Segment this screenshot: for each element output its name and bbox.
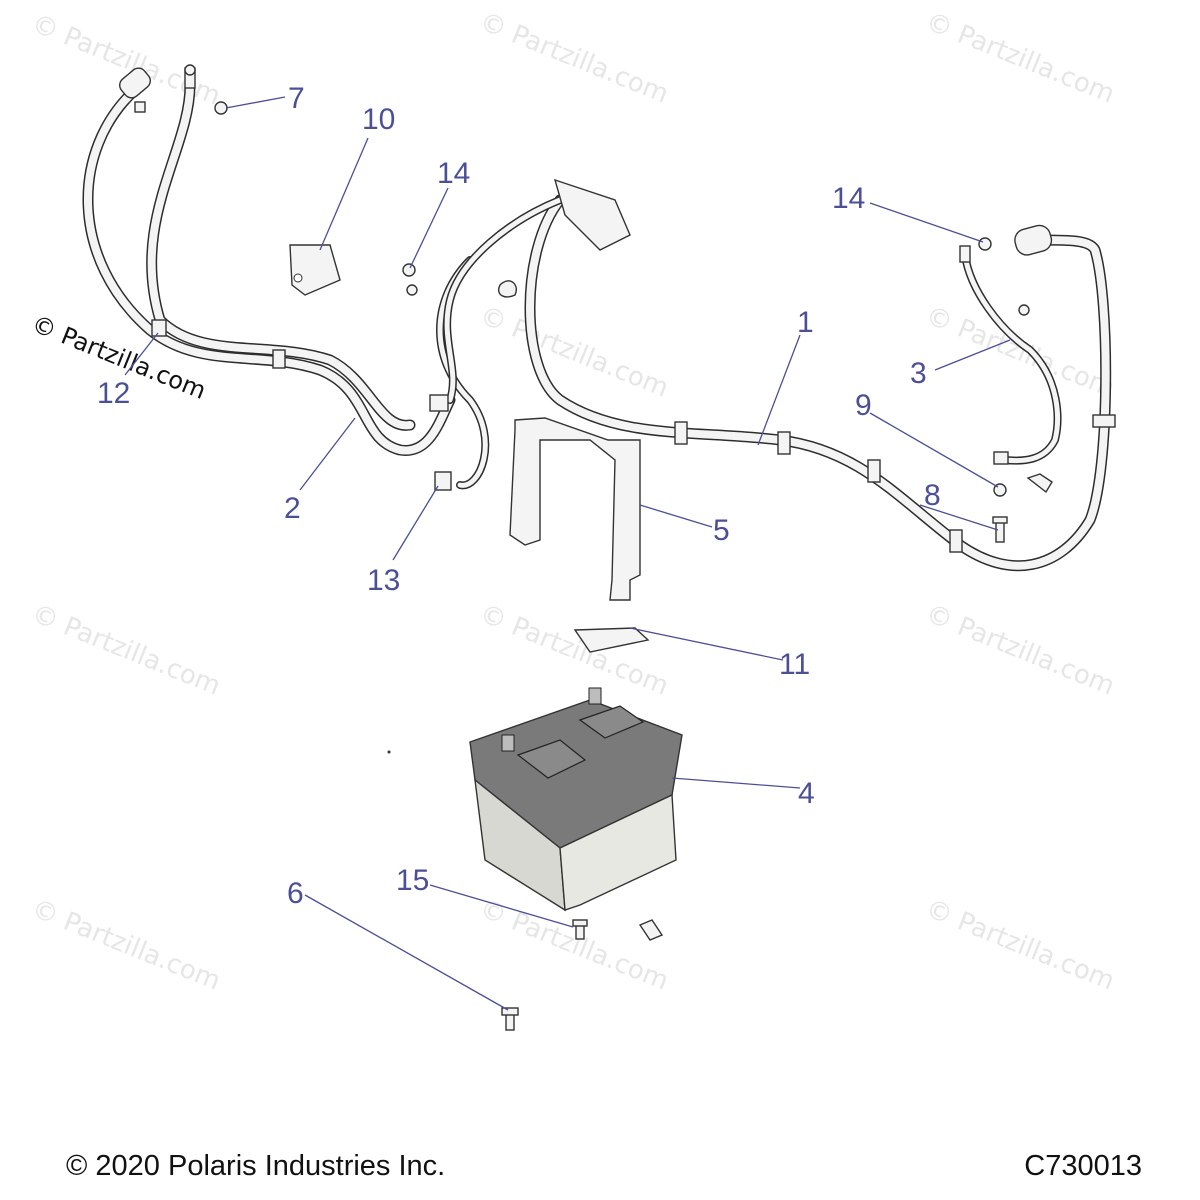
callout-labels: 1 2 3 4 5 6 7 8 9 10 11 12 13 14 14 15 bbox=[97, 82, 941, 910]
callout-15: 15 bbox=[396, 864, 429, 897]
callout-6: 6 bbox=[287, 877, 304, 910]
figure-id: C730013 bbox=[1024, 1150, 1142, 1182]
callout-4: 4 bbox=[798, 777, 815, 810]
watermark: © Partzilla.com bbox=[921, 301, 1118, 404]
cable-harness-2 bbox=[82, 64, 456, 456]
watermark: © Partzilla.com bbox=[921, 894, 1118, 997]
callout-8: 8 bbox=[924, 479, 941, 512]
callout-9: 9 bbox=[855, 389, 872, 422]
callout-14: 14 bbox=[437, 157, 470, 190]
callout-3: 3 bbox=[910, 357, 927, 390]
callout-7: 7 bbox=[288, 82, 305, 115]
callout-10: 10 bbox=[362, 103, 395, 136]
watermark: © Partzilla.com bbox=[27, 894, 224, 997]
callout-13: 13 bbox=[367, 564, 400, 597]
battery-hold-down-5 bbox=[509, 417, 650, 653]
callout-2: 2 bbox=[284, 492, 301, 525]
relay-bracket-10 bbox=[289, 244, 341, 296]
callout-12: 12 bbox=[97, 377, 130, 410]
watermark: © Partzilla.com bbox=[475, 599, 672, 702]
watermark: © Partzilla.com bbox=[27, 599, 224, 702]
callout-11: 11 bbox=[779, 648, 810, 681]
fasteners bbox=[214, 101, 1053, 1031]
watermark: © Partzilla.com bbox=[475, 7, 672, 110]
callout-14: 14 bbox=[832, 182, 865, 215]
stray-dot bbox=[387, 750, 391, 754]
callout-1: 1 bbox=[797, 306, 814, 339]
cable-3 bbox=[959, 245, 1062, 465]
cable-harness-1 bbox=[429, 178, 1116, 572]
watermark: © Partzilla.com bbox=[921, 7, 1118, 110]
battery-4 bbox=[469, 687, 683, 912]
leader-lines bbox=[124, 96, 1011, 1011]
callout-5: 5 bbox=[713, 514, 730, 547]
watermark: © Partzilla.com bbox=[921, 599, 1118, 702]
copyright-notice: © 2020 Polaris Industries Inc. bbox=[66, 1150, 446, 1182]
watermark: © Partzilla.com bbox=[475, 301, 672, 404]
watermark: © Partzilla.com bbox=[475, 894, 672, 997]
